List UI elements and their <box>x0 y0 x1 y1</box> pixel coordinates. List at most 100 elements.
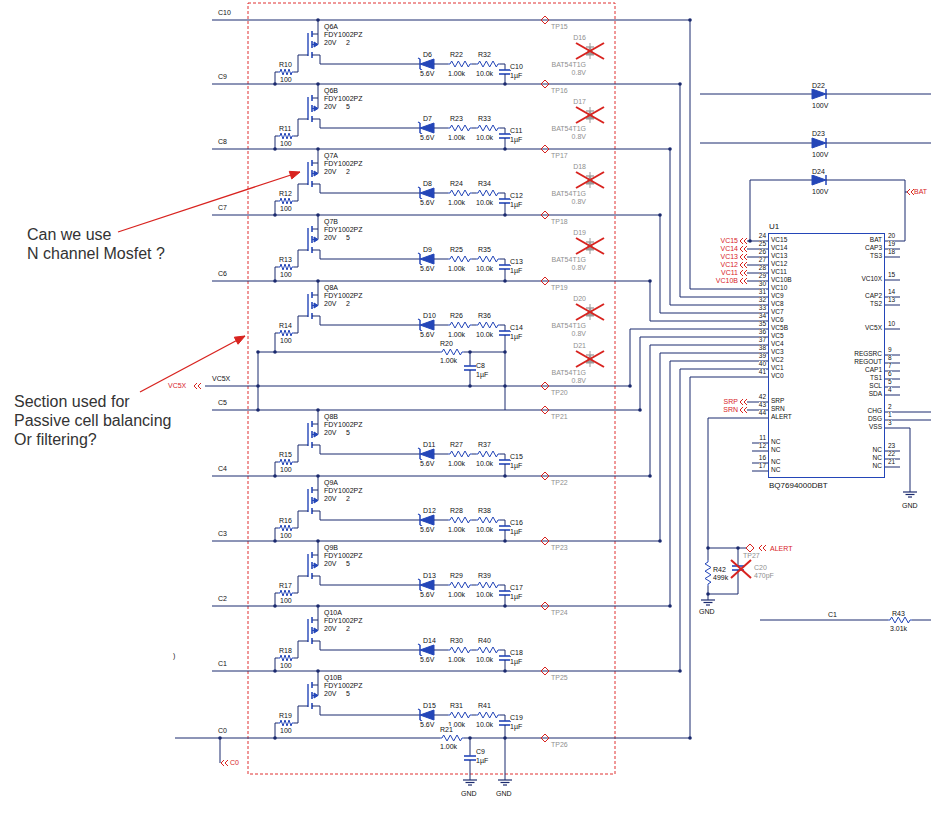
wire <box>298 184 308 185</box>
zener-diode <box>420 188 434 198</box>
dnp-label: TP26 <box>551 741 568 748</box>
pin-label: 5 <box>888 379 892 386</box>
wire <box>690 377 768 378</box>
wire <box>505 64 506 70</box>
mosfet-symbol <box>307 619 308 642</box>
wire <box>212 541 660 542</box>
component-label: 1.00k <box>448 460 465 467</box>
pin-label: 8 <box>888 355 892 362</box>
dnp-label: BAT54T1G <box>552 322 587 329</box>
net-tag-symbol <box>740 262 743 268</box>
wire <box>670 149 671 305</box>
wire <box>212 215 660 216</box>
wire <box>472 585 476 586</box>
pin-label: VC1 <box>771 365 784 372</box>
component-label: R30 <box>450 637 463 644</box>
test-point <box>541 277 549 285</box>
component-label: C14 <box>510 324 523 331</box>
net-tag-symbol <box>744 262 747 268</box>
net-tag-symbol <box>744 270 747 276</box>
wire <box>298 55 299 72</box>
resistor-symbol <box>476 256 500 262</box>
mosfet-symbol <box>312 163 318 164</box>
pin-label: REGSRC <box>854 351 882 358</box>
mosfet-symbol <box>312 685 318 686</box>
component-label: 20V <box>324 690 336 697</box>
wire <box>640 337 641 410</box>
dnp-label: BAT54T1G <box>552 256 587 263</box>
wire <box>505 259 506 265</box>
zener-diode <box>419 188 421 198</box>
wire <box>590 55 591 59</box>
net-tag: VC12 <box>720 261 738 268</box>
component-label: D24 <box>812 168 825 175</box>
component-label: 100 <box>280 76 292 83</box>
component-label: ) <box>173 652 175 659</box>
component-label: R37 <box>478 441 491 448</box>
pin-label: TS1 <box>870 375 882 382</box>
net-tag-symbol <box>740 246 743 252</box>
wire <box>885 280 900 281</box>
component-label: FDY1002PZ <box>324 160 363 167</box>
resistor-symbol <box>278 330 294 336</box>
wire <box>470 760 471 780</box>
mosfet-symbol <box>314 106 318 111</box>
component-label: C13 <box>510 258 523 265</box>
component-label: 1µF <box>510 658 522 665</box>
pin-label: 33 <box>759 305 766 312</box>
component-label: 2 <box>346 625 350 632</box>
mosfet-symbol <box>311 421 313 427</box>
ground-symbol <box>498 779 512 780</box>
pin-label: NC <box>771 459 780 466</box>
ground-symbol <box>908 496 912 497</box>
resistor-symbol <box>278 133 294 139</box>
pin-label: NC <box>873 463 882 470</box>
wire <box>298 119 299 136</box>
wire <box>500 128 505 129</box>
wire <box>885 467 900 468</box>
net-tag: SRN <box>723 406 738 413</box>
component-label: C16 <box>510 519 523 526</box>
wire <box>472 454 476 455</box>
component-label: 2 <box>346 495 350 502</box>
resistor-symbol <box>476 125 500 131</box>
dnp-label: D17 <box>573 98 586 105</box>
junction-dot <box>273 213 277 217</box>
wire <box>294 658 298 659</box>
pin-label: VC10 <box>771 285 787 292</box>
ground-symbol <box>701 599 715 600</box>
resistor-symbol <box>476 712 500 718</box>
junction-dot <box>503 82 507 86</box>
zener-diode <box>418 187 420 188</box>
component-label: C1 <box>218 660 227 667</box>
resistor-symbol <box>278 459 294 465</box>
component-label: C10 <box>218 9 231 16</box>
pin-label: 18 <box>888 249 895 256</box>
wire <box>630 329 768 330</box>
junction-dot <box>316 604 320 608</box>
schottky-diode <box>586 241 594 242</box>
wire <box>505 715 506 721</box>
test-point <box>541 145 549 153</box>
zener-diode <box>419 123 421 133</box>
dnp-label: BAT54T1G <box>552 190 587 197</box>
mosfet-symbol <box>312 229 318 230</box>
wire <box>505 585 506 591</box>
component-label: D8 <box>423 180 432 187</box>
wire <box>690 20 691 289</box>
wire <box>464 738 690 739</box>
dnp-label: TP17 <box>551 152 568 159</box>
dnp-label: D19 <box>573 229 586 236</box>
component-label: FDY1002PZ <box>324 552 363 559</box>
junction-dot <box>678 669 682 673</box>
test-point <box>541 734 549 742</box>
zener-diode <box>419 254 421 264</box>
junction-dot <box>628 384 632 388</box>
component-label: C8 <box>218 138 227 145</box>
mosfet-symbol <box>314 498 318 503</box>
dnp-label: 470pF <box>754 572 774 579</box>
pin-label: 3 <box>888 420 892 427</box>
zener-diode <box>419 580 421 590</box>
pin-label: 26 <box>759 249 766 256</box>
